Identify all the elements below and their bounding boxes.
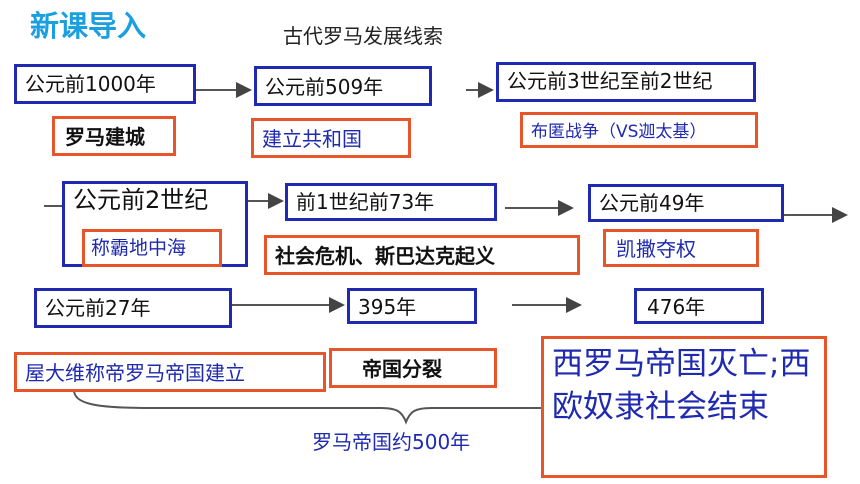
event-box-augustus: 屋大维称帝罗马帝国建立 xyxy=(14,352,326,392)
event-box-punic-wars: 布匿战争（VS迦太基） xyxy=(520,112,758,148)
event-box-founding: 罗马建城 xyxy=(52,116,176,156)
date-box-476ad: 476年 xyxy=(634,288,764,324)
date-label: 公元前1000年 xyxy=(25,72,156,96)
event-label: 称霸地中海 xyxy=(91,237,187,259)
event-box-fall-of-west-rome: 西罗马帝国灭亡;西欧奴隶社会结束 xyxy=(541,336,827,478)
date-label: 476年 xyxy=(647,295,706,319)
date-box-509bc: 公元前509年 xyxy=(254,66,432,106)
brace-label: 罗马帝国约500年 xyxy=(312,430,471,454)
date-box-49bc: 公元前49年 xyxy=(588,184,784,222)
date-box-1000bc: 公元前1000年 xyxy=(14,64,196,104)
date-label: 公元前3世纪至前2世纪 xyxy=(507,69,713,93)
event-box-spartacus: 社会危机、斯巴达克起义 xyxy=(264,235,580,275)
date-label: 公元前27年 xyxy=(45,296,151,320)
event-label: 凯撒夺权 xyxy=(616,237,696,261)
event-box-republic: 建立共和国 xyxy=(251,118,411,158)
event-label: 社会危机、斯巴达克起义 xyxy=(275,244,495,268)
event-box-division: 帝国分裂 xyxy=(329,348,497,388)
date-box-73bc: 前1世纪前73年 xyxy=(285,183,497,221)
event-box-caesar: 凯撒夺权 xyxy=(603,229,759,267)
page-title: 古代罗马发展线索 xyxy=(283,24,443,48)
date-label: 前1世纪前73年 xyxy=(296,190,435,214)
date-label: 公元前2世纪 xyxy=(73,186,209,214)
date-box-27bc: 公元前27年 xyxy=(34,288,232,328)
event-label: 西罗马帝国灭亡;西欧奴隶社会结束 xyxy=(552,346,811,425)
date-label: 公元前49年 xyxy=(599,191,705,215)
event-label: 布匿战争（VS迦太基） xyxy=(531,122,707,142)
date-label: 395年 xyxy=(358,295,417,319)
event-label: 建立共和国 xyxy=(262,127,362,151)
section-badge: 新课导入 xyxy=(30,9,147,43)
date-box-395ad: 395年 xyxy=(347,288,477,324)
date-label: 公元前509年 xyxy=(265,75,384,99)
event-label: 帝国分裂 xyxy=(362,357,442,381)
event-label: 罗马建城 xyxy=(65,125,145,149)
event-box-mediterranean: 称霸地中海 xyxy=(82,229,222,267)
date-box-3rd-2nd-century-bc: 公元前3世纪至前2世纪 xyxy=(496,62,756,102)
event-label: 屋大维称帝罗马帝国建立 xyxy=(25,361,245,385)
